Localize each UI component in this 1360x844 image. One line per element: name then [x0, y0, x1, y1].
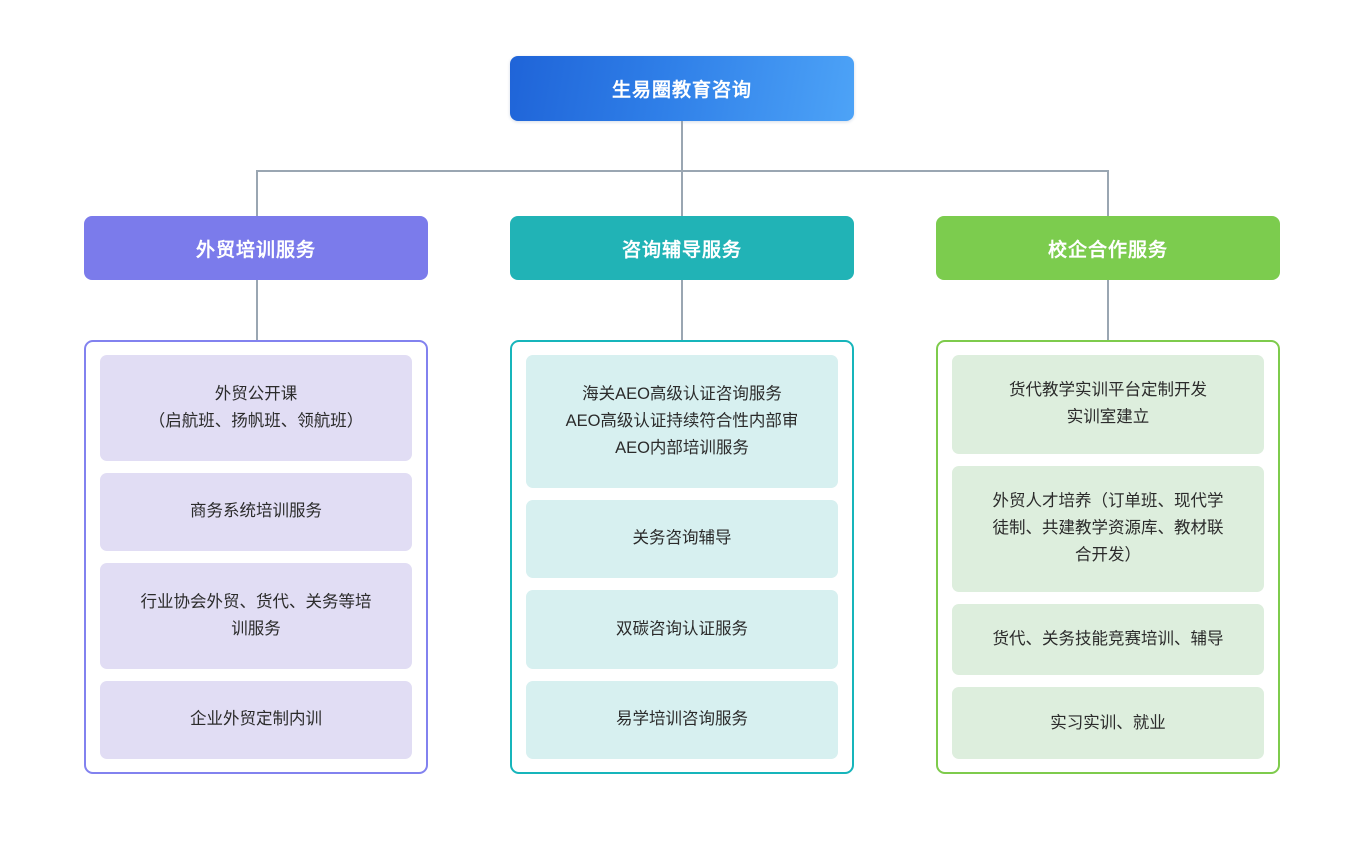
branch-header-3[interactable]: 校企合作服务 — [936, 216, 1280, 280]
leaf-item[interactable]: 货代、关务技能竞赛培训、辅导 — [952, 603, 1264, 676]
root-node-label: 生易圈教育咨询 — [611, 80, 752, 101]
connector-bus-stem — [681, 121, 683, 170]
leaf-item[interactable]: 货代教学实训平台定制开发 实训室建立 — [952, 355, 1264, 454]
branch-column-2: 咨询辅导服务 海关AEO高级认证咨询服务 AEO高级认证持续符合性内部审 AEO… — [510, 216, 854, 774]
leaf-item[interactable]: 关务咨询辅导 — [526, 499, 838, 578]
leaf-item[interactable]: 双碳咨询认证服务 — [526, 590, 838, 669]
leaf-item[interactable]: 商务系统培训服务 — [100, 472, 412, 551]
leaf-item[interactable]: 海关AEO高级认证咨询服务 AEO高级认证持续符合性内部审 AEO内部培训服务 — [526, 355, 838, 488]
connector-branch-2-to-panel — [681, 280, 683, 340]
connector-branch-1-to-panel — [256, 280, 258, 340]
branch-column-1: 外贸培训服务 外贸公开课 （启航班、扬帆班、领航班） 商务系统培训服务 行业协会… — [84, 216, 428, 774]
branch-header-2[interactable]: 咨询辅导服务 — [510, 216, 854, 280]
leaf-item[interactable]: 实习实训、就业 — [952, 687, 1264, 759]
branch-header-1-label: 外贸培训服务 — [195, 239, 316, 261]
leaf-item[interactable]: 行业协会外贸、货代、关务等培 训服务 — [100, 563, 412, 669]
branch-header-2-label: 咨询辅导服务 — [621, 239, 742, 261]
root-node[interactable]: 生易圈教育咨询 — [510, 56, 854, 121]
leaf-item[interactable]: 企业外贸定制内训 — [100, 680, 412, 759]
connector-drop-branch-1 — [256, 170, 258, 216]
leaf-item[interactable]: 外贸公开课 （启航班、扬帆班、领航班） — [100, 355, 412, 461]
branch-header-1[interactable]: 外贸培训服务 — [84, 216, 428, 280]
branch-panel-3: 货代教学实训平台定制开发 实训室建立 外贸人才培养（订单班、现代学 徒制、共建教… — [936, 340, 1280, 774]
branch-column-3: 校企合作服务 货代教学实训平台定制开发 实训室建立 外贸人才培养（订单班、现代学… — [936, 216, 1280, 774]
branch-header-3-label: 校企合作服务 — [1047, 239, 1168, 261]
leaf-item[interactable]: 外贸人才培养（订单班、现代学 徒制、共建教学资源库、教材联 合开发） — [952, 465, 1264, 592]
leaf-item[interactable]: 易学培训咨询服务 — [526, 680, 838, 759]
connector-drop-branch-3 — [1107, 170, 1109, 216]
branch-panel-1: 外贸公开课 （启航班、扬帆班、领航班） 商务系统培训服务 行业协会外贸、货代、关… — [84, 340, 428, 774]
connector-drop-branch-2 — [681, 170, 683, 216]
connector-branch-3-to-panel — [1107, 280, 1109, 340]
branch-panel-2: 海关AEO高级认证咨询服务 AEO高级认证持续符合性内部审 AEO内部培训服务 … — [510, 340, 854, 774]
